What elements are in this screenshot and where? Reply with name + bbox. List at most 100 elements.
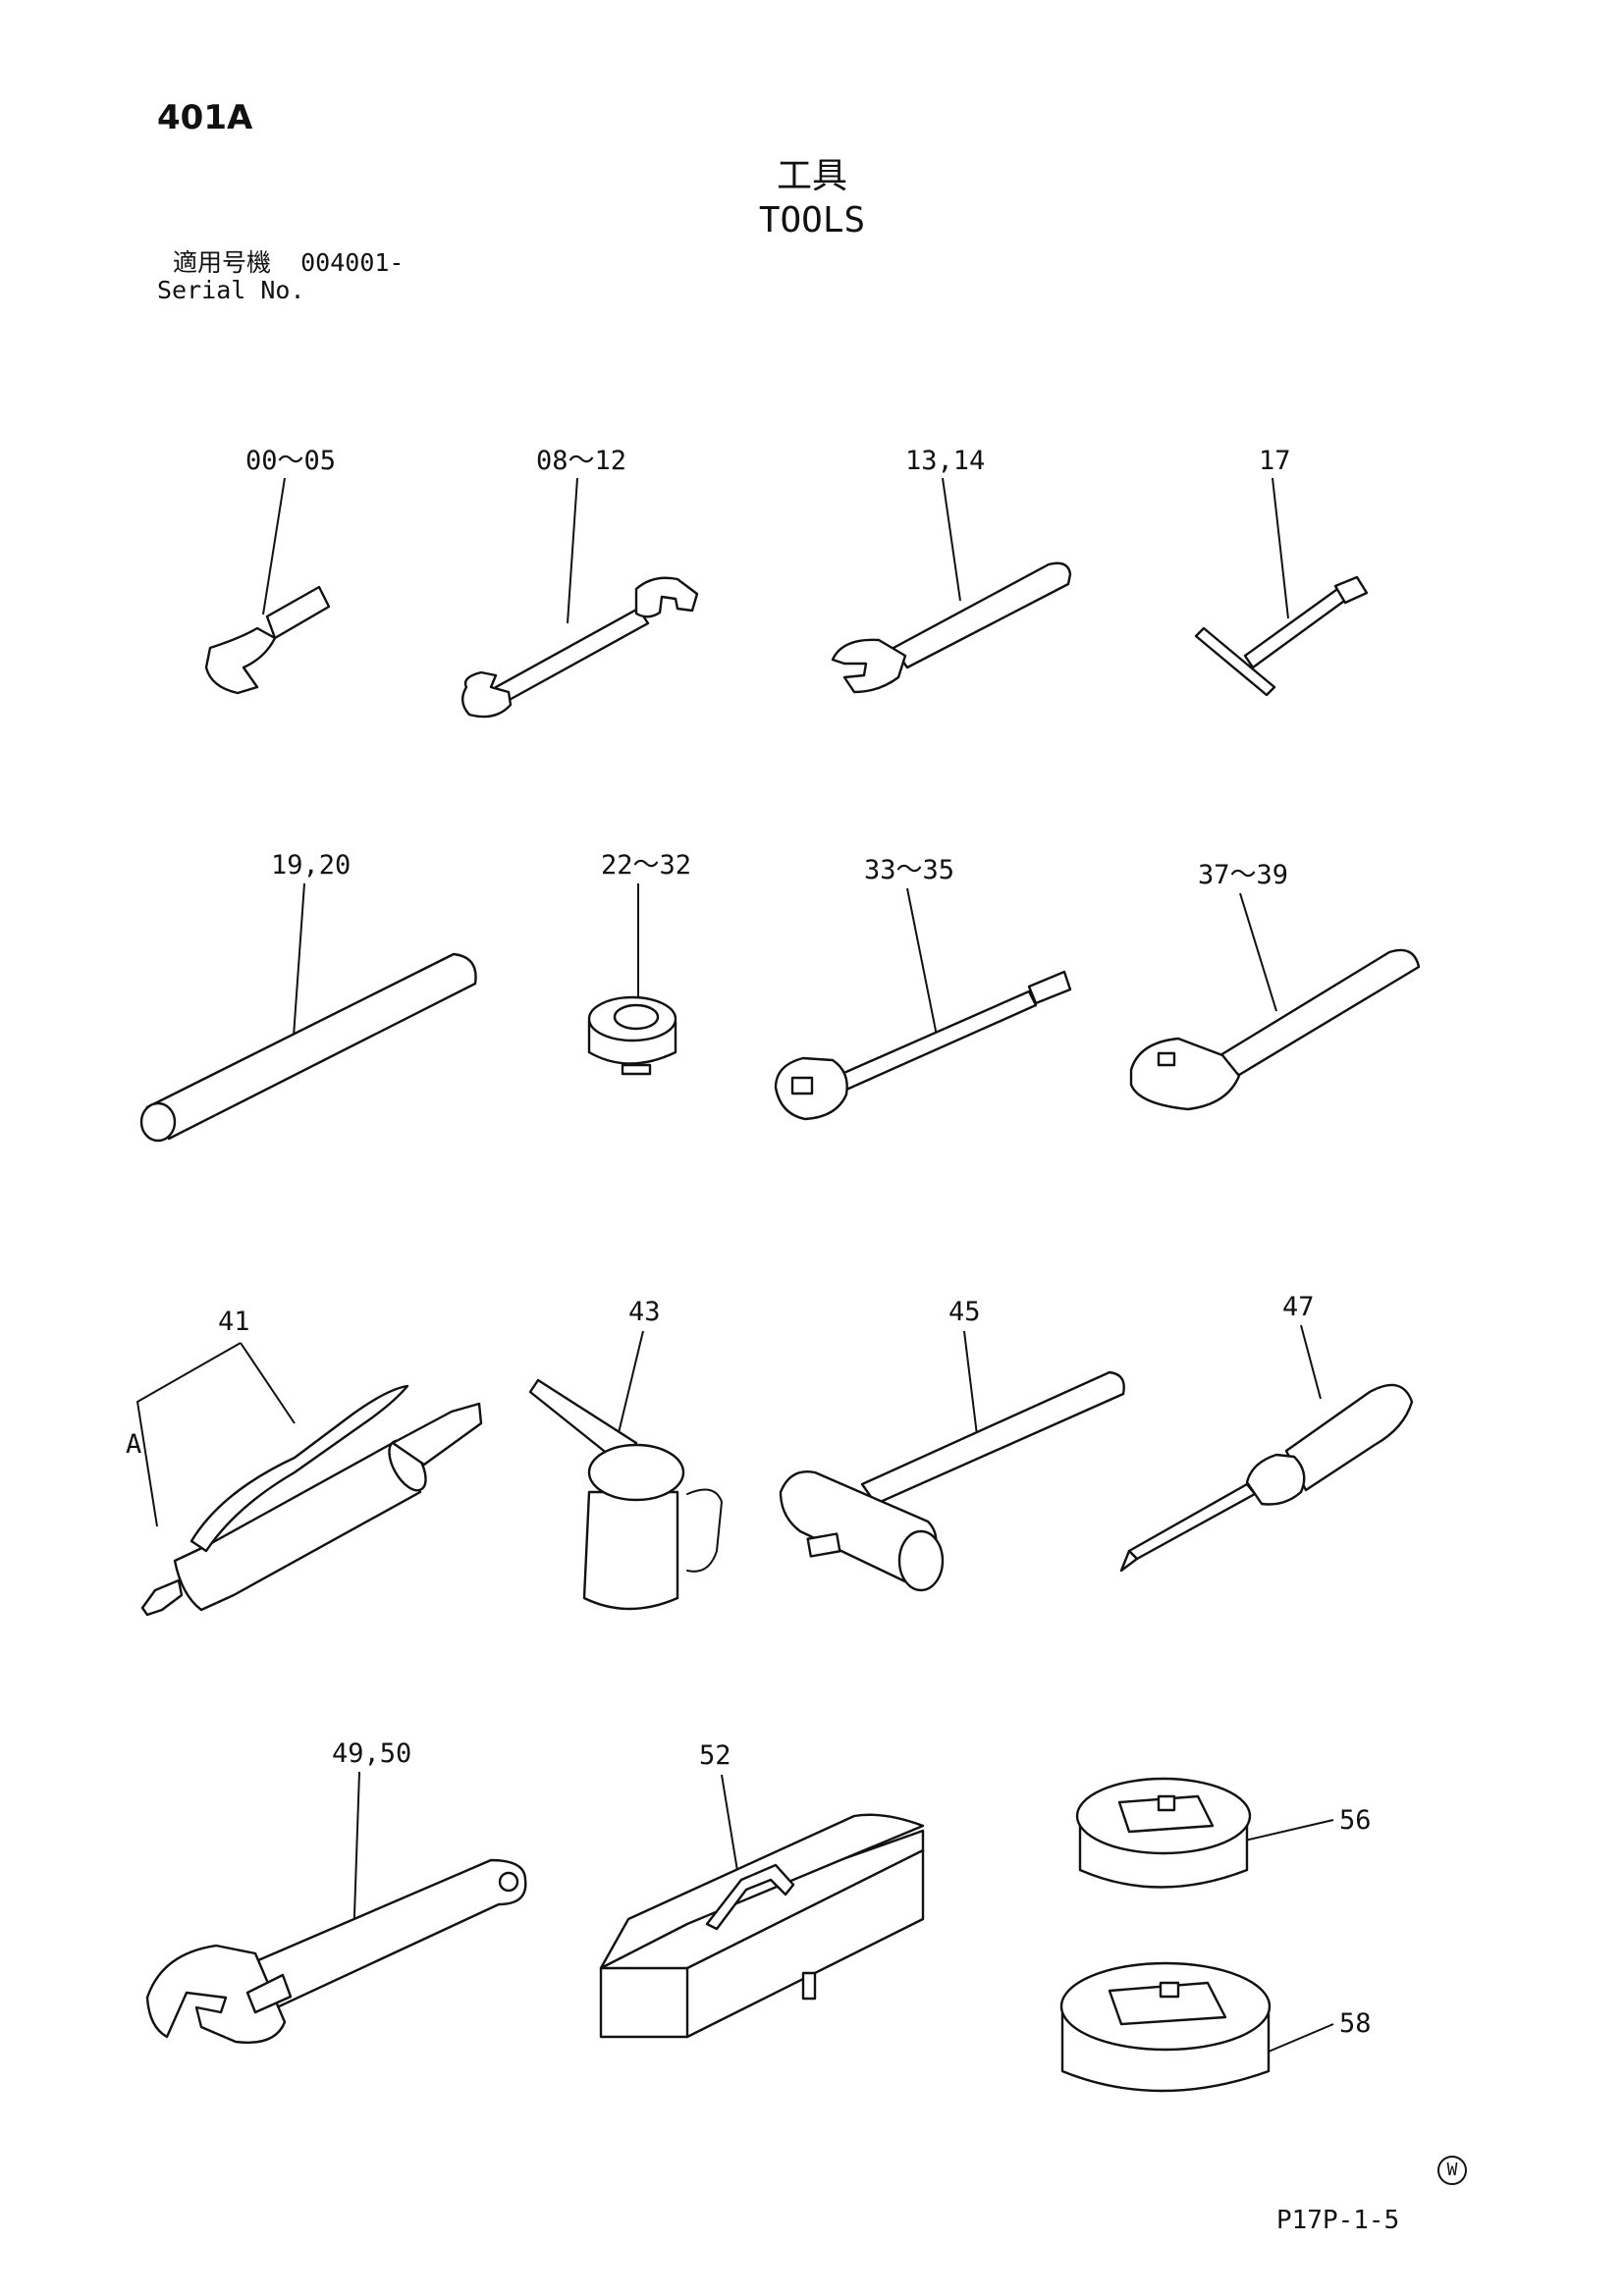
callout-filter-wrench-large: 58 — [1339, 2008, 1372, 2039]
leader-line — [906, 887, 939, 1041]
square-drive-icon — [1157, 1794, 1176, 1812]
callout-extension: 33～35 — [864, 855, 954, 885]
oil-can-body-icon — [582, 1490, 679, 1611]
extension-shaft-icon — [838, 989, 1038, 1092]
grease-lever-icon — [189, 1384, 409, 1553]
socket-head-icon — [1333, 575, 1369, 605]
bar-end-icon — [139, 1101, 177, 1143]
socket-shaft-icon — [1243, 585, 1349, 669]
hammer-face-icon — [897, 1529, 945, 1592]
callout-socket: 22～32 — [601, 850, 691, 881]
socket-tool: 22～32 — [587, 850, 691, 1076]
leader-line — [721, 1774, 739, 1878]
drawing-code: P17P-1-5 — [1276, 2206, 1400, 2235]
adjusting-screw-icon — [245, 1973, 293, 2014]
bar-tool: 19,20 — [139, 850, 477, 1143]
wrench-open-end-icon — [634, 576, 699, 618]
ratchet-handle-tool: 37～39 — [1129, 860, 1421, 1111]
callout-single-wrench: 13,14 — [905, 446, 985, 476]
leader-line — [1300, 1324, 1322, 1400]
serial-label-japanese: 適用号機 — [173, 248, 272, 277]
adjustable-wrench-tool: 49,50 — [145, 1738, 527, 2044]
leader-line — [262, 477, 286, 615]
hammer-wedge-icon — [806, 1532, 841, 1558]
leader-line — [942, 477, 961, 602]
hex-key-long-arm-icon — [265, 585, 331, 640]
screwdriver-tip-icon — [1119, 1549, 1139, 1573]
hammer-tool: 45 — [779, 1297, 1125, 1592]
socket-bore-icon — [613, 1003, 660, 1031]
callout-t-socket: 17 — [1259, 446, 1291, 476]
leader-line — [1268, 2023, 1334, 2053]
wrench-shaft-icon — [494, 607, 650, 704]
screwdriver-collar-icon — [1245, 1453, 1306, 1506]
ratchet-handle-icon — [1214, 948, 1421, 1077]
square-drive-icon — [1157, 1051, 1176, 1067]
hex-key-short-arm-icon — [204, 626, 277, 695]
square-drive-icon — [790, 1076, 814, 1095]
callout-hex-key: 00～05 — [245, 446, 336, 476]
single-open-wrench-tool: 13,14 — [831, 446, 1072, 694]
t-handle-icon — [1194, 626, 1276, 697]
serial-value: 004001- — [300, 248, 405, 277]
hanging-hole-icon — [498, 1871, 519, 1893]
tool-box-tool: 52 — [599, 1740, 925, 2039]
callout-screwdriver: 47 — [1282, 1292, 1315, 1322]
screwdriver-tool: 47 — [1119, 1292, 1414, 1573]
serial-label: Serial No. — [157, 276, 305, 304]
square-drive-icon — [1159, 1981, 1180, 1999]
callout-hammer: 45 — [948, 1297, 981, 1327]
callout-double-wrench: 08～12 — [536, 446, 626, 476]
callout-bar: 19,20 — [271, 850, 351, 881]
wrench-jaw-icon — [145, 1944, 287, 2044]
callout-tool-box: 52 — [699, 1740, 731, 1771]
oil-can-top-icon — [587, 1443, 685, 1502]
leader-line — [567, 477, 578, 624]
bar-body-icon — [145, 952, 477, 1141]
wrench-handle-icon — [249, 1858, 527, 2009]
callout-ratchet: 37～39 — [1198, 860, 1288, 890]
leader-line — [352, 1771, 360, 1945]
socket-drive-icon — [621, 1063, 652, 1076]
filter-wrench-large-tool: 58 — [1059, 1961, 1372, 2093]
leader-line — [240, 1342, 296, 1424]
page-title: TOOLS — [758, 200, 866, 240]
wrench-shaft-icon — [892, 561, 1072, 669]
callout-oil-can: 43 — [628, 1297, 661, 1327]
grease-nozzle-icon — [140, 1578, 184, 1617]
serial-block: 適用号機 004001- Serial No. — [157, 249, 404, 304]
extension-bar-tool: 33～35 — [774, 855, 1072, 1121]
tool-box-latch-icon — [801, 1971, 817, 2001]
oil-can-spout-icon — [528, 1378, 638, 1465]
tool-box-handle-icon — [705, 1863, 795, 1931]
grease-gun-tool: 41 A — [126, 1307, 483, 1617]
leader-line — [1272, 477, 1289, 619]
page-title-japanese: 工具 — [776, 156, 847, 196]
double-open-wrench-tool: 08～12 — [461, 446, 699, 719]
watermark-badge: W — [1437, 2156, 1467, 2185]
extension-end-icon — [1027, 970, 1072, 1005]
wrench-open-end-icon — [831, 638, 907, 694]
callout-grease-gun: 41 — [218, 1307, 250, 1337]
t-socket-wrench-tool: 17 — [1194, 446, 1369, 697]
leader-line — [1239, 892, 1277, 1012]
leader-line — [963, 1330, 979, 1444]
oil-can-handle-icon — [686, 1488, 724, 1573]
grease-plunger-icon — [391, 1402, 483, 1467]
wrench-open-end-icon — [461, 670, 513, 719]
leader-line — [292, 882, 305, 1051]
leader-line — [135, 1342, 242, 1527]
page-code: 401A — [157, 98, 253, 137]
hammer-handle-icon — [860, 1370, 1125, 1506]
screwdriver-shaft-icon — [1127, 1482, 1257, 1561]
callout-filter-wrench-small: 56 — [1339, 1805, 1372, 1836]
oil-can-tool: 43 — [528, 1297, 724, 1611]
filter-wrench-small-tool: 56 — [1075, 1777, 1372, 1889]
callout-adjustable-wrench: 49,50 — [332, 1738, 411, 1769]
leader-line — [1244, 1819, 1334, 1842]
leader-line — [616, 1330, 644, 1442]
screwdriver-handle-icon — [1284, 1383, 1414, 1492]
callout-grease-gun-a: A — [126, 1429, 141, 1460]
tool-box-top-icon — [599, 1813, 925, 1970]
